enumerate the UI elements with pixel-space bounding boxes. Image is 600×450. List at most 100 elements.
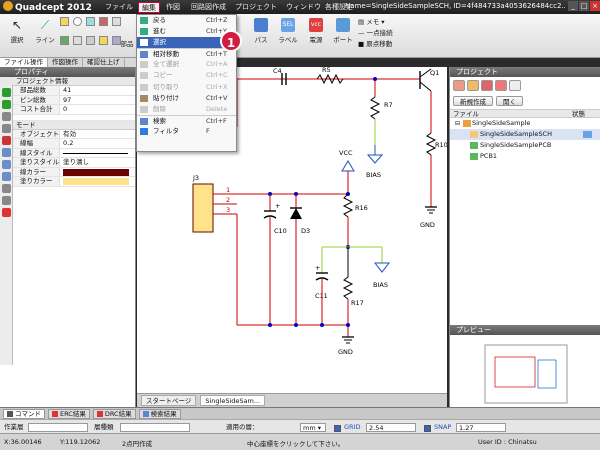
section-mode[interactable]: モード [0,120,135,130]
new-project-icon[interactable] [453,80,465,91]
bus-tool-button[interactable]: パス [250,18,272,44]
grid-select[interactable]: 2.54 [366,423,416,432]
prop-row[interactable]: 線スタイル [0,148,135,158]
origin-move-button[interactable]: ■ 原点移動 [358,40,393,48]
pcb-icon[interactable] [495,80,507,91]
dimension-icon[interactable] [112,36,121,45]
arc-icon[interactable] [99,17,108,26]
arrow-left-icon[interactable] [2,88,11,97]
menu-edit[interactable]: 編集 [138,2,160,13]
tab-search-results[interactable]: 検索結果 [138,408,181,419]
part-tool-button[interactable]: 部品 [117,38,137,48]
single-connect-button[interactable]: — 一点接続 [358,29,393,37]
prop-row[interactable]: 塗りカラー [0,177,135,187]
rect-icon[interactable] [86,17,95,26]
menu-shortcut: F [206,126,210,135]
label-tool-button[interactable]: SEL ラベル [274,18,302,44]
unit-select[interactable]: mm ▾ [300,423,326,432]
tab-erc-results[interactable]: ERC結果 [48,408,90,419]
ref-r17: R17 [351,299,364,307]
prop-row[interactable]: 線カラー [0,167,135,177]
menu-project[interactable]: プロジェクト [235,3,277,11]
memo-button[interactable]: ▤ メモ ▾ [358,18,385,26]
tab-file-ops[interactable]: ファイル操作 [0,58,48,67]
tree-node-schematic[interactable]: SingleSideSampleSCH [450,129,600,140]
tree-node-pcb1[interactable]: PCB1 [450,151,600,162]
arrow-right-icon[interactable] [2,100,11,109]
menu-select[interactable]: 選択 [137,37,236,49]
layer-type-select[interactable] [120,423,190,432]
preview-viewport[interactable] [537,359,557,389]
memo-label: メモ [366,18,380,26]
help-icon[interactable] [2,208,11,217]
minimize-icon[interactable]: _ [568,1,578,11]
line-tool-button[interactable]: ⟋ ライン [32,18,58,44]
prop-key: オブジェクトスナップ [0,129,60,138]
fill-icon[interactable] [60,36,69,45]
tree-node-pcb-sample[interactable]: SingleSideSamplePCB [450,140,600,151]
tab-schematic[interactable]: SingleSideSam... [200,395,266,406]
gear-icon[interactable] [2,196,11,205]
tab-command[interactable]: コマンド [3,408,45,419]
prop-row[interactable]: オブジェクトスナップ有効 [0,129,135,139]
new-create-button[interactable]: 新規作成 [453,96,493,106]
menu-label: 全て選択 [153,60,179,69]
open-folder-icon[interactable] [467,80,479,91]
close-box-icon[interactable] [2,136,11,145]
junction-dot [320,323,324,327]
layer-select[interactable] [28,423,88,432]
tab-finish[interactable]: 確認仕上げ [83,58,125,67]
menu-file[interactable]: ファイル [105,3,133,11]
section-project-info[interactable]: プロジェクト情報 [0,77,135,86]
menu-settings[interactable]: 各種設定 [325,3,353,11]
tab-start-page[interactable]: スタートページ [141,395,197,406]
grid-checkbox[interactable] [334,425,341,432]
close-icon[interactable]: × [590,1,600,11]
grid-icon[interactable] [2,184,11,193]
select-tool-button[interactable]: ↖ 選択 [6,18,28,44]
status-y-coord: Y:119.12062 [60,438,101,446]
tab-draw-ops[interactable]: 作図操作 [48,58,83,67]
zoom-out-icon[interactable] [2,160,11,169]
text-icon[interactable] [112,17,121,26]
menu-window[interactable]: ウィンドウ [286,3,321,11]
image-icon[interactable] [99,36,108,45]
snap-select[interactable]: 1.27 [456,423,506,432]
tab-drc-results[interactable]: DRC結果 [92,408,136,419]
cut-icon [140,83,148,91]
j3-connector[interactable] [192,183,214,233]
ellipse-icon[interactable] [73,36,82,45]
arc2-icon[interactable] [86,36,95,45]
zoom-in-icon[interactable] [2,148,11,157]
power-tool-button[interactable]: vcc 電源 [304,18,328,44]
up-icon[interactable] [2,112,11,121]
maximize-icon[interactable]: □ [579,1,589,11]
down-icon[interactable] [2,124,11,133]
open-button[interactable]: 開く [496,96,523,106]
tree-node-project[interactable]: ⊟SingleSideSample [450,118,600,129]
port-tool-button[interactable]: ポート [330,18,356,44]
prop-row[interactable]: 塗りスタイル塗り潰し [0,158,135,168]
polyline-icon[interactable] [60,17,69,26]
zoom-fit-icon[interactable] [2,172,11,181]
preview-panel: プレビュー [449,325,600,407]
refresh-icon[interactable] [509,80,521,91]
circle-icon[interactable] [73,17,82,26]
menu-draw[interactable]: 作図 [166,3,180,11]
layer-type-label: 層種類 [94,423,114,431]
expand-icon[interactable]: ⊟ [455,120,461,127]
menu-schematic[interactable]: 回路図作成 [191,3,226,11]
snap-checkbox[interactable] [424,425,431,432]
library-icon[interactable] [481,80,493,91]
